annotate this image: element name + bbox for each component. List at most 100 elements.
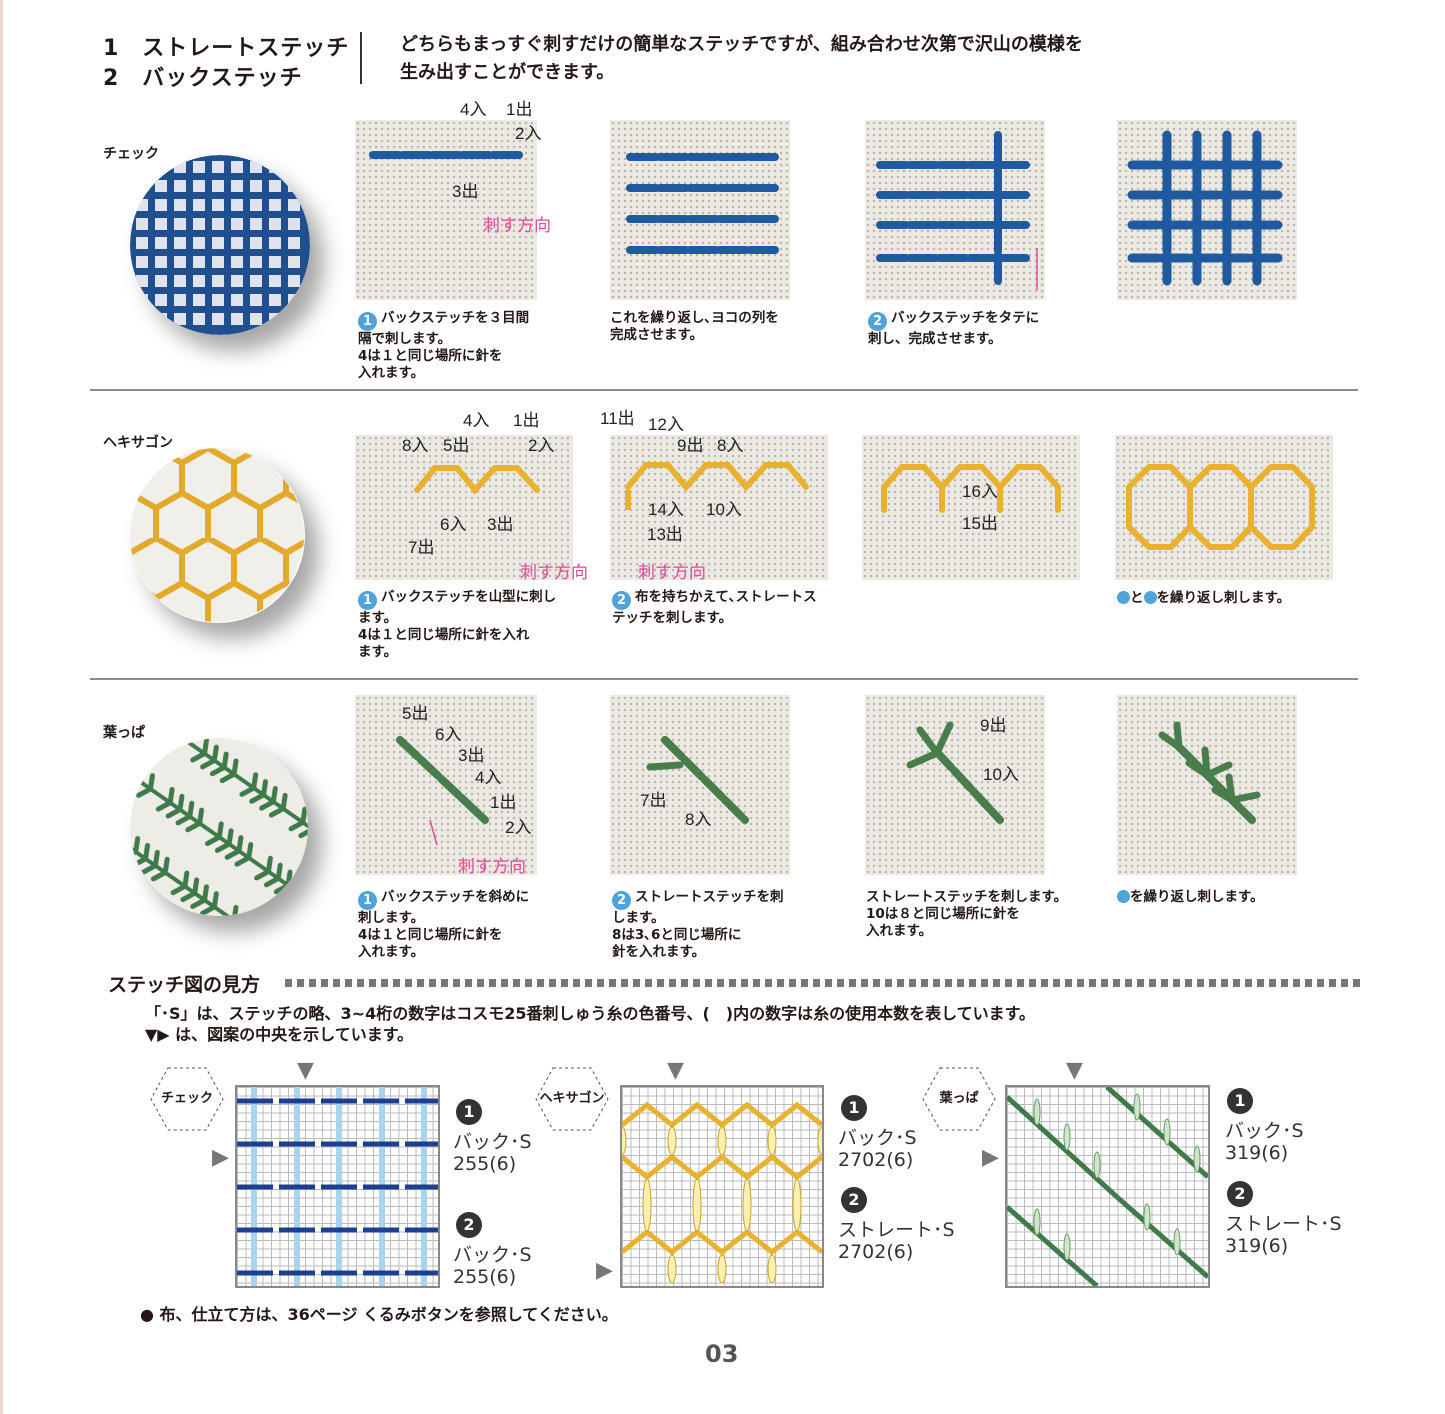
label-10-in: 10入 [983,765,1019,784]
label-direction: 刺す方向 [458,857,526,877]
check-caption-2: これを繰り返し､ヨコの列を 完成させます。 [610,310,779,343]
label-8-in: 8入 [685,810,712,829]
title-back-stitch: 2 バックステッチ [103,66,303,91]
caption-text: と [1130,590,1144,606]
hexagon-callout-2: ストレート･S 2702(6) [838,1219,955,1263]
leaf-step1-fabric [355,695,537,875]
legend-note-1: 「･S」は、ステッチの略、3~4桁の数字はコスモ25番刺しゅう糸の色番号、( )… [145,1004,1036,1023]
label-8-in: 8入 [717,436,744,455]
step-number-icon: 1 [358,891,377,910]
caption-text: を繰り返し刺します。 [1130,889,1264,905]
hexagon-finished-fabric [1115,435,1333,580]
leaf-stitch-chart [1005,1085,1210,1288]
label-2-in: 2入 [515,124,542,143]
chart-name-hexagon: ヘキサゴン [539,1091,605,1106]
label-3-out: 3出 [458,746,485,765]
label-9-out: 9出 [677,436,704,455]
label-14-in: 14入 [648,500,684,519]
legend-note-2: ▼▶ は、図案の中央を示しています。 [145,1025,414,1044]
hexagon-step1-fabric [355,435,573,580]
page-number: 03 [705,1340,739,1368]
caption-text: 布を持ちかえて､ストレートス テッチを刺します。 [612,589,817,626]
leaf-step3-fabric [865,695,1045,875]
row-title-hexagon: ヘキサゴン [103,435,173,451]
check-step3-fabric [865,120,1045,300]
label-8-in: 8入 [402,436,429,455]
header-divider [360,32,362,84]
caption-text: を繰り返し刺します。 [1156,590,1291,606]
label-4-in: 4入 [463,411,490,430]
check-step1-fabric [355,120,537,300]
hexagon-caption-4: とを繰り返し刺します。 [1117,590,1290,607]
leaf-caption-3: ストレートステッチを刺します。 10は８と同じ場所に針を 入れます。 [866,889,1068,939]
callout-number-1: 1 [1227,1088,1253,1114]
label-13-out: 13出 [647,525,683,544]
footer-note: ● 布、仕立て方は、36ページ くるみボタンを参照してください。 [140,1305,618,1324]
chart-name-check: チェック [160,1091,213,1106]
label-7-out: 7出 [408,538,435,557]
row-title-check: チェック [103,146,159,162]
hexagon-button-photo [130,448,304,622]
check-button-photo [130,155,310,335]
check-callout-1: バック･S 255(6) [453,1131,532,1175]
hexagon-step3-fabric [862,435,1080,580]
hexagon-callout-1: バック･S 2702(6) [838,1127,917,1171]
center-marker-down-icon: ▼ [1066,1058,1083,1083]
label-direction: 刺す方向 [520,563,588,583]
label-6-in: 6入 [435,725,462,744]
center-marker-right-icon: ▶ [596,1258,613,1283]
hexagon-label-frame [535,1067,609,1131]
leaf-finished-fabric [1117,695,1297,875]
label-1-out: 1出 [490,793,517,812]
section-divider [90,389,1358,391]
step-1-icon [1117,591,1130,604]
caption-text: バックステッチを斜めに 刺します。 4は１と同じ場所に針を 入れます。 [358,889,530,960]
label-2-in: 2入 [505,818,532,837]
center-marker-right-icon: ▶ [212,1145,229,1170]
leaf-button-photo [130,738,308,916]
callout-number-1: 1 [841,1095,867,1121]
label-4-in: 4入 [475,768,502,787]
label-1-out: 1出 [513,411,540,430]
leaf-caption-4: を繰り返し刺します。 [1117,889,1264,906]
caption-text: バックステッチを山型に刺し ます。 4は１と同じ場所に針を入れ ます。 [358,589,557,660]
label-6-in: 6入 [440,515,467,534]
hexagon-label-frame [922,1067,996,1131]
label-direction: 刺す方向 [638,563,706,583]
legend-title: ステッチ図の見方 [108,974,261,996]
callout-number-2: 2 [456,1212,482,1238]
label-3-out: 3出 [487,515,514,534]
step-number-icon: 1 [358,312,377,331]
caption-text: ストレートステッチを刺 します。 8は3､6と同じ場所に 針を入れます。 [612,889,784,960]
step-number-icon: 2 [612,591,631,610]
intro-line-1: どちらもまっすぐ刺すだけの簡単なステッチですが、組み合わせ次第で沢山の模様を [400,34,1083,55]
section-divider [90,678,1358,680]
label-10-in: 10入 [706,500,742,519]
label-12-in: 12入 [648,415,684,434]
caption-text: バックステッチをタテに 刺し、完成させます。 [868,310,1040,347]
label-15-out: 15出 [962,514,998,533]
check-step2-fabric [610,120,790,300]
hexagon-stitch-chart [617,1085,827,1288]
intro-line-2: 生み出すことができます。 [400,62,615,83]
label-5-out: 5出 [402,704,429,723]
page-edge [0,0,3,1414]
callout-number-2: 2 [1227,1181,1253,1207]
callout-number-1: 1 [456,1099,482,1125]
hexagon-step2-fabric [610,435,828,580]
step-number-icon: 2 [612,891,631,910]
check-callout-2: バック･S 255(6) [453,1244,532,1288]
row-title-leaf: 葉っぱ [103,725,145,741]
step-number-icon: 1 [358,591,377,610]
label-16-in: 16入 [962,482,998,501]
label-3-out: 3出 [452,182,479,201]
center-marker-down-icon: ▼ [297,1058,314,1083]
step-2-icon [1143,591,1157,604]
step-2-icon [1117,890,1130,903]
callout-number-2: 2 [841,1187,867,1213]
leaf-callout-2: ストレート･S 319(6) [1225,1213,1342,1257]
